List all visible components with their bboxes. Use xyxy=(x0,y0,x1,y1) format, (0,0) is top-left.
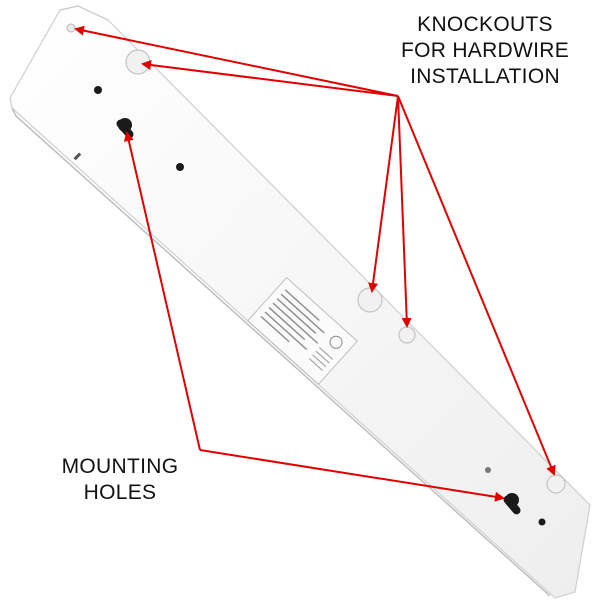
knockout-upper xyxy=(125,49,151,75)
arrow-to-mounting-upper xyxy=(123,131,201,451)
knockouts-callout-label: KNOCKOUTS FOR HARDWIRE INSTALLATION xyxy=(385,12,585,90)
screw-hole xyxy=(538,518,546,526)
knockout-top-corner xyxy=(66,23,76,33)
arrow-to-mounting-lower xyxy=(199,449,505,502)
knockouts-label-line: INSTALLATION xyxy=(410,65,560,88)
vent-slot xyxy=(73,152,82,161)
screw-hole xyxy=(176,163,184,171)
knockout-arrows xyxy=(74,25,556,476)
mounting-arrows xyxy=(123,131,505,502)
panel-flange-edge xyxy=(11,107,551,597)
mounting-label-line: HOLES xyxy=(83,481,157,504)
mounting-holes-callout-label: MOUNTING HOLES xyxy=(50,454,190,506)
knockout-center-b xyxy=(398,326,416,344)
arrow-to-knockout-center-b xyxy=(397,95,412,328)
arrow-to-knockout-lower-right xyxy=(397,95,556,476)
mounting-label-line: MOUNTING xyxy=(61,455,179,478)
mounting-hole-lower xyxy=(503,493,521,515)
panel-top-edge xyxy=(59,5,109,21)
knockouts-label-line: KNOCKOUTS xyxy=(417,13,553,36)
knockouts-label-line: FOR HARDWIRE xyxy=(400,39,570,62)
knockout-center-a xyxy=(357,287,383,313)
arrow-to-knockout-upper xyxy=(141,60,399,97)
screw-hole xyxy=(485,467,491,473)
product-label-sticker xyxy=(247,277,358,385)
knockout-lower-right xyxy=(546,474,566,494)
arrow-to-knockout-center-a xyxy=(368,95,399,293)
screw-hole xyxy=(94,86,102,94)
arrow-to-knockout-corner xyxy=(74,25,399,97)
